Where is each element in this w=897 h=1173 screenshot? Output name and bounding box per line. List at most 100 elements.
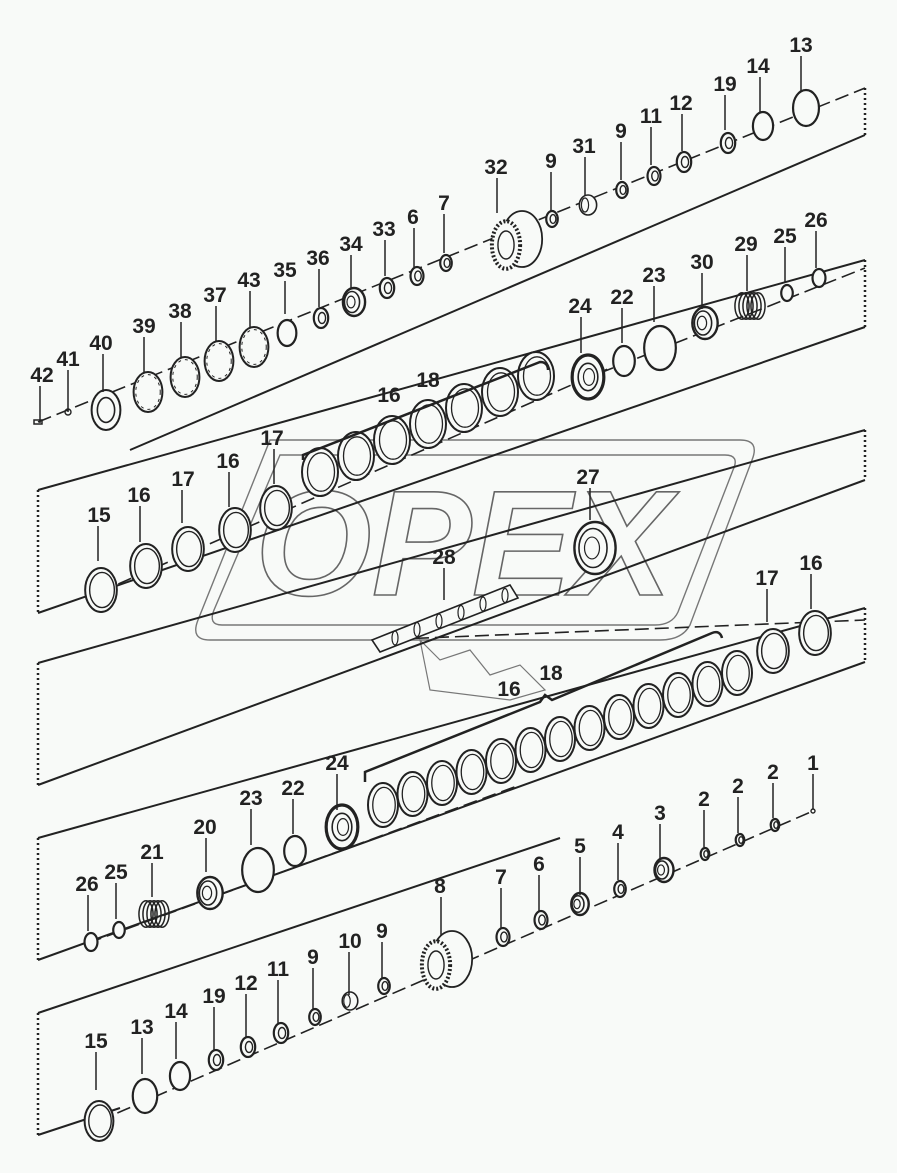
callout-19: 19 xyxy=(713,73,736,96)
callout-12: 12 xyxy=(234,972,257,995)
part-oring xyxy=(283,834,307,868)
part-disc xyxy=(83,1100,115,1142)
clutch-plate-upper xyxy=(409,399,447,449)
callout-18: 18 xyxy=(416,369,440,392)
callout-6: 6 xyxy=(407,206,419,229)
callout-25: 25 xyxy=(773,225,797,248)
callout-26: 26 xyxy=(804,209,827,232)
axis-row-3 xyxy=(374,619,866,641)
callout-4: 4 xyxy=(612,821,624,844)
callout-11: 11 xyxy=(640,105,663,128)
callout-7: 7 xyxy=(438,192,450,215)
part-bearing xyxy=(573,520,617,576)
row-3-top-line xyxy=(37,429,866,664)
callout-14: 14 xyxy=(746,55,770,78)
callout-22: 22 xyxy=(610,286,633,309)
callout-15: 15 xyxy=(87,504,111,527)
callout-25: 25 xyxy=(104,861,128,884)
part-piston xyxy=(570,353,606,401)
part-washer xyxy=(312,306,330,330)
part-washer xyxy=(675,150,693,174)
part-washer xyxy=(207,1048,225,1072)
clutch-plate-lower xyxy=(603,694,635,740)
callout-17: 17 xyxy=(755,567,778,590)
part-sleeve xyxy=(578,194,598,216)
clutch-plate-lower xyxy=(662,672,694,718)
part-disc xyxy=(84,567,118,613)
callout-3: 3 xyxy=(654,802,666,825)
callout-16: 16 xyxy=(377,384,400,407)
row-3-bottom-line xyxy=(37,479,866,786)
callout-13: 13 xyxy=(130,1016,153,1039)
part-snapring xyxy=(791,88,821,128)
axis-row-4 xyxy=(87,784,521,944)
part-washer xyxy=(699,846,711,862)
row-4-top-line xyxy=(37,607,866,839)
part-oring xyxy=(276,318,298,348)
clutch-packs xyxy=(301,351,753,828)
callout-16: 16 xyxy=(497,678,520,701)
callout-35: 35 xyxy=(273,259,297,282)
part-shaft xyxy=(370,584,520,653)
callout-28: 28 xyxy=(432,546,456,569)
bracket-upper xyxy=(301,360,550,460)
clutch-plate-upper xyxy=(517,351,555,401)
part-disc xyxy=(756,628,790,674)
part-disc xyxy=(259,485,293,531)
part-bolt xyxy=(33,419,43,425)
callout-9: 9 xyxy=(545,150,557,173)
part-bearing xyxy=(653,856,675,884)
callout-2: 2 xyxy=(732,775,744,798)
part-washer xyxy=(615,180,629,200)
part-spring xyxy=(734,291,766,321)
part-disc xyxy=(129,543,163,589)
callout-38: 38 xyxy=(168,300,192,323)
part-washer xyxy=(613,879,627,899)
callout-18: 18 xyxy=(539,662,563,685)
part-ring xyxy=(238,326,270,368)
callout-9: 9 xyxy=(615,120,627,143)
callout-17: 17 xyxy=(171,468,194,491)
callout-22: 22 xyxy=(281,777,304,800)
callout-2: 2 xyxy=(767,761,779,784)
callout-16: 16 xyxy=(127,484,150,507)
part-snapring xyxy=(131,1077,159,1115)
callout-11: 11 xyxy=(267,958,290,981)
callout-27: 27 xyxy=(576,466,599,489)
part-washer xyxy=(719,131,737,155)
part-ring xyxy=(132,371,164,413)
part-gear-drum xyxy=(489,210,544,271)
clutch-plate-lower xyxy=(396,771,429,817)
part-disc xyxy=(171,526,205,572)
callout-21: 21 xyxy=(140,841,164,864)
part-washer xyxy=(545,209,559,229)
callout-10: 10 xyxy=(338,930,361,953)
clutch-plate-lower xyxy=(691,661,724,707)
callout-34: 34 xyxy=(339,233,363,256)
part-disc xyxy=(218,507,252,553)
callout-40: 40 xyxy=(89,332,112,355)
part-ring xyxy=(203,340,235,382)
part-washer xyxy=(734,832,746,848)
part-bearing xyxy=(341,286,367,318)
part-oring xyxy=(643,324,677,372)
callout-29: 29 xyxy=(734,233,757,256)
callout-32: 32 xyxy=(484,156,507,179)
part-washer xyxy=(533,909,549,931)
callout-6: 6 xyxy=(533,853,545,876)
part-washer xyxy=(646,165,662,187)
callout-7: 7 xyxy=(495,866,507,889)
clutch-plate-lower xyxy=(573,705,606,751)
bracket-lower xyxy=(363,630,724,782)
callout-14: 14 xyxy=(164,1000,188,1023)
callout-37: 37 xyxy=(203,284,226,307)
callout-9: 9 xyxy=(376,920,388,943)
callout-19: 19 xyxy=(202,985,225,1008)
part-oring xyxy=(241,846,275,894)
clutch-plate-lower xyxy=(514,727,547,773)
part-snapring xyxy=(751,110,775,142)
callout-30: 30 xyxy=(690,251,713,274)
clutch-plate-lower xyxy=(485,738,517,784)
